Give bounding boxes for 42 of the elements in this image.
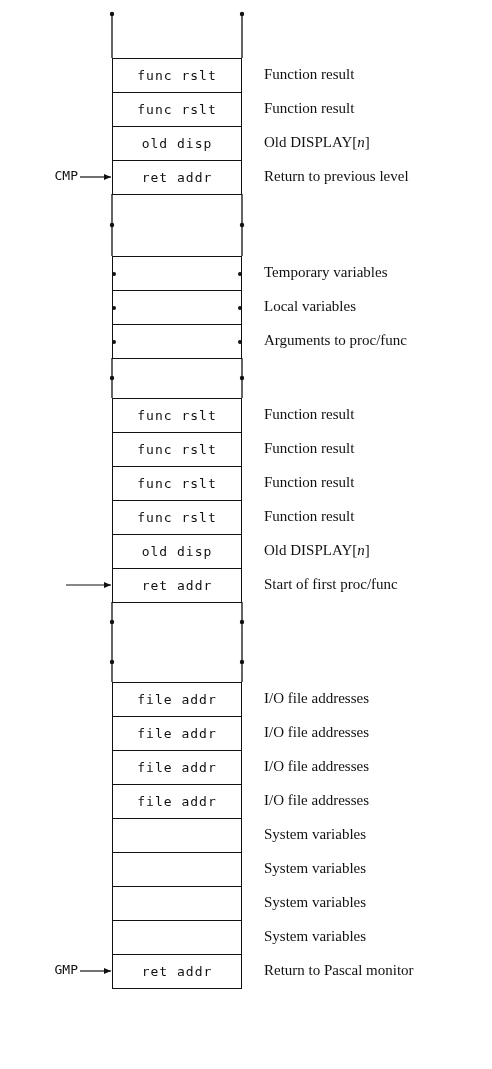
cell-description: I/O file addresses [264,792,369,809]
cell-description: Function result [264,440,355,457]
cell-description: I/O file addresses [264,690,369,707]
arrow [79,968,112,974]
cell-description: Function result [264,66,355,83]
stack-cell: func rslt [112,92,242,127]
cell-description: System variables [264,826,367,843]
stack-cell: file addr [112,682,242,717]
stack-cell: ret addr [112,160,242,195]
cell-description: System variables [264,860,367,877]
cell-description: Function result [264,406,355,423]
cell-description: Old DISPLAY[n] [264,542,370,559]
cell-description: Arguments to proc/func [264,332,408,349]
pointer-label: GMP [54,962,78,977]
stack-cell: old disp [112,534,242,569]
cell-description: System variables [264,894,367,911]
stack-cell: file addr [112,750,242,785]
cell-description: Temporary variables [264,264,388,281]
stack-cell: func rslt [112,466,242,501]
cell-description: System variables [264,928,367,945]
stack-cell: ret addr [112,954,242,989]
cell-description: Old DISPLAY[n] [264,134,370,151]
stack-cell: file addr [112,716,242,751]
cell-description: Function result [264,474,355,491]
stack-cell: func rslt [112,500,242,535]
cell-description: Function result [264,508,355,525]
cell-description: I/O file addresses [264,758,369,775]
cell-description: Function result [264,100,355,117]
stack-cell: func rslt [112,432,242,467]
arrow [65,582,112,588]
pointer-label: CMP [54,168,78,183]
cell-description: Return to previous level [264,168,409,185]
arrow [79,174,112,180]
cell-description: I/O file addresses [264,724,369,741]
stack-cell: ret addr [112,568,242,603]
stack-cell: old disp [112,126,242,161]
stack-cell: file addr [112,784,242,819]
cell-description: Local variables [264,298,357,315]
cell-description: Return to Pascal monitor [264,962,414,979]
stack-cell: func rslt [112,398,242,433]
stack-cell: func rslt [112,58,242,93]
cell-description: Start of first proc/func [264,576,398,593]
